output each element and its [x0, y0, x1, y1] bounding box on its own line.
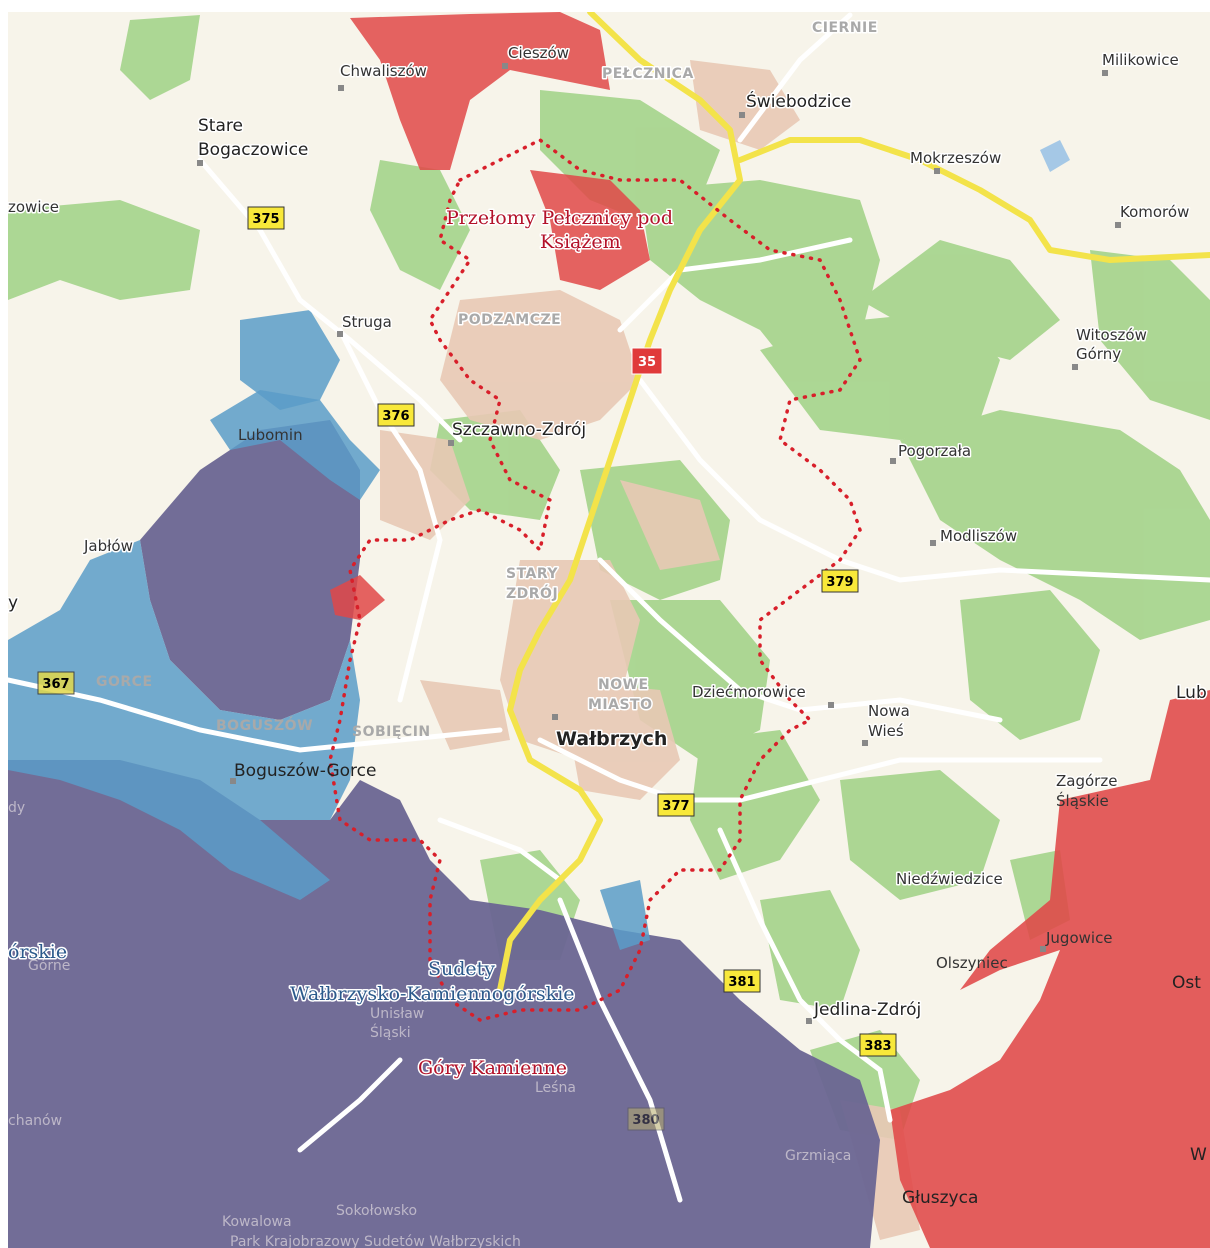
- label-y: y: [8, 593, 18, 613]
- area-orskie: órskie: [8, 941, 67, 963]
- label-swiebodzice: Świebodzice: [746, 90, 851, 112]
- natura-purple-west: [140, 420, 360, 720]
- road-shield-375: 375: [247, 206, 285, 230]
- road-shield-381: 381: [723, 969, 761, 993]
- label-unislaw-2: Śląski: [370, 1023, 411, 1041]
- label-park: Park Krajobrazowy Sudetów Wałbrzyskich: [230, 1234, 521, 1248]
- label-cieszow: Cieszów: [508, 44, 569, 62]
- natura-blue-lubomin: [210, 390, 380, 500]
- frame-top: [0, 0, 1210, 12]
- natura-red-east: [890, 690, 1210, 1248]
- label-mokrzeszow: Mokrzeszów: [910, 149, 1001, 167]
- road-shield-376: 376: [377, 403, 415, 427]
- district-nowe-1: NOWE: [598, 677, 649, 693]
- road-shield-383: 383: [859, 1033, 897, 1057]
- label-zowice: zowice: [8, 198, 59, 216]
- label-zagorze-2: Śląskie: [1056, 791, 1109, 810]
- lake: [1040, 140, 1070, 172]
- svg-text:380: 380: [632, 1113, 659, 1128]
- label-szczawno: Szczawno-Zdrój: [452, 420, 586, 440]
- district-ciernie: CIERNIE: [812, 20, 878, 36]
- frame-left: [0, 0, 8, 1248]
- svg-text:381: 381: [728, 975, 755, 990]
- road-layer-main: [497, 9, 1210, 993]
- road-shield-379: 379: [821, 569, 859, 593]
- district-boguszow: BOGUSZÓW: [216, 716, 313, 734]
- label-chwaliszow: Chwaliszów: [340, 62, 427, 80]
- label-jedlina: Jedlina-Zdrój: [813, 1000, 921, 1020]
- label-modliszow: Modliszów: [940, 527, 1017, 545]
- label-lub: Lub: [1176, 683, 1207, 703]
- park-border: [328, 137, 862, 1022]
- label-dy: dy: [8, 800, 25, 816]
- label-lesna: Leśna: [535, 1080, 576, 1096]
- label-gluszyca: Głuszyca: [902, 1188, 978, 1208]
- natura-blue-area: [8, 540, 360, 900]
- road-shield-35: 35: [631, 347, 663, 375]
- label-grzmiaca: Grzmiąca: [785, 1148, 851, 1164]
- svg-text:367: 367: [42, 677, 69, 692]
- label-pogorzala: Pogorzała: [898, 442, 971, 460]
- label-zagorze-1: Zagórze: [1056, 772, 1117, 790]
- natura-red-ksiaz: [530, 170, 650, 290]
- label-niedzwiedzice: Niedźwiedzice: [896, 870, 1003, 888]
- natura-blue-small: [600, 880, 650, 950]
- svg-text:383: 383: [864, 1039, 891, 1054]
- label-milikowice: Milikowice: [1102, 51, 1179, 69]
- district-pelcznica: PEŁCZNICA: [602, 66, 694, 82]
- svg-text:379: 379: [826, 575, 853, 590]
- label-stare-2: Bogaczowice: [198, 140, 308, 160]
- area-sudety-1: Sudety: [428, 958, 495, 980]
- label-chanow: chanów: [8, 1113, 62, 1129]
- area-przelomy-1: Przełomy Pełcznicy pod: [446, 207, 673, 229]
- road-shield-377: 377: [657, 793, 695, 817]
- label-dziecmorowice: Dziećmorowice: [692, 683, 806, 701]
- label-sokolowsko: Sokołowsko: [336, 1203, 417, 1219]
- svg-text:377: 377: [662, 799, 689, 814]
- district-stary-2: ZDRÓJ: [506, 584, 558, 602]
- label-boguszow: Boguszów-Gorce: [234, 761, 376, 781]
- town-markers: [197, 63, 1121, 1024]
- label-lubomin: Lubomin: [238, 426, 303, 444]
- natura-red-small: [330, 575, 385, 620]
- label-ost: Ost: [1172, 973, 1201, 993]
- svg-text:375: 375: [252, 212, 279, 227]
- label-stare-1: Stare: [198, 116, 243, 136]
- label-struga: Struga: [342, 313, 392, 331]
- label-witoszow-1: Witoszów: [1076, 326, 1147, 344]
- road-shield-380: 380: [627, 1107, 665, 1131]
- label-nowa-1: Nowa: [868, 702, 910, 720]
- district-podzamcze: PODZAMCZE: [458, 312, 561, 328]
- label-komorow: Komorów: [1120, 203, 1189, 221]
- label-jugowice: Jugowice: [1045, 929, 1113, 947]
- label-witoszow-2: Górny: [1076, 345, 1121, 363]
- area-przelomy-2: Książem: [540, 231, 621, 253]
- label-gorne: Górne: [28, 958, 70, 974]
- natura-blue-north: [240, 310, 340, 410]
- district-stary-1: STARY: [506, 566, 558, 582]
- urban-layer: [380, 60, 920, 1240]
- area-sudety-2: Wałbrzysko-Kamiennogórskie: [290, 983, 575, 1005]
- district-gorce: GORCE: [96, 674, 153, 690]
- svg-text:35: 35: [638, 355, 656, 370]
- district-sobiecin: SOBIĘCIN: [352, 724, 431, 740]
- label-olszyniec: Olszyniec: [936, 954, 1008, 972]
- natura-red-cieszow: [350, 12, 610, 170]
- label-kowalowa: Kowalowa: [222, 1214, 292, 1230]
- svg-text:376: 376: [382, 409, 409, 424]
- label-walbrzych: Wałbrzych: [556, 728, 667, 750]
- label-w: W: [1190, 1145, 1207, 1165]
- district-nowe-2: MIASTO: [588, 697, 653, 713]
- label-jablow: Jabłów: [83, 537, 133, 555]
- label-nowa-2: Wieś: [868, 722, 904, 740]
- label-unislaw-1: Unisław: [370, 1006, 424, 1022]
- area-gory-kamienne: Góry Kamienne: [418, 1057, 567, 1079]
- road-shield-367: 367: [37, 671, 75, 695]
